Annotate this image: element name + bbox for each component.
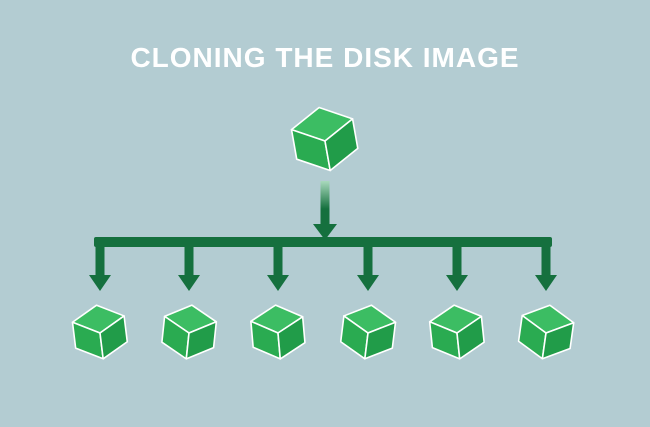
trunk-arrow-head [313, 224, 337, 240]
branch-arrow-stem [95, 242, 105, 275]
clone-cube-2-right-face [185, 320, 218, 360]
diagram-title: CLONING THE DISK IMAGE [130, 42, 520, 73]
clone-cube-3-right-face [277, 315, 306, 360]
clone-cube-4 [339, 304, 397, 360]
branch-arrow-head [267, 275, 289, 291]
clone-cube-2 [161, 304, 218, 360]
clone-cube-5-right-face [456, 315, 485, 360]
clone-cube-5 [428, 304, 485, 360]
branch-arrow-stem [452, 242, 462, 275]
branch-arrow-head [178, 275, 200, 291]
trunk-arrow-stem [320, 181, 330, 224]
branch-arrow-head [357, 275, 379, 291]
clone-cube-6-right-face [541, 321, 575, 360]
branch-arrow-stem [184, 242, 194, 275]
clone-cube-6 [517, 304, 575, 360]
branch-arrow-head [535, 275, 557, 291]
branch-arrow-head [89, 275, 111, 291]
branch-arrow-head [446, 275, 468, 291]
disk-image-cube [290, 106, 359, 172]
clone-cube-4-right-face [364, 321, 397, 360]
branch-arrow-stem [363, 242, 373, 275]
branch-arrow-stem [541, 242, 551, 275]
disk-image-cube-right-face [324, 118, 359, 172]
clone-cube-3 [250, 304, 306, 360]
distribution-bar [94, 237, 552, 247]
branch-arrow-stem [273, 242, 283, 275]
clone-cube-1 [71, 304, 129, 360]
clone-cube-1-right-face [99, 315, 129, 360]
